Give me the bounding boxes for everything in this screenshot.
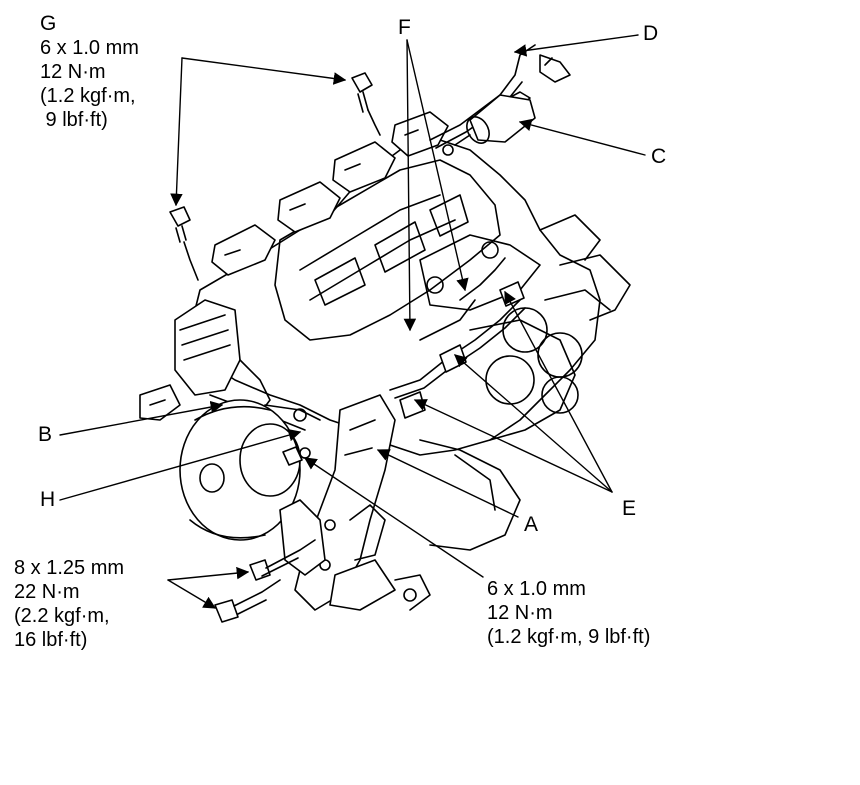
bolt-g-upper bbox=[351, 72, 381, 136]
callout-e-label: E bbox=[622, 497, 637, 520]
callout-f-label: F bbox=[398, 16, 411, 39]
mount-bolts-spec-torque: 22 N·m bbox=[14, 581, 80, 603]
callout-a-label: A bbox=[524, 513, 539, 536]
g-bolt-spec-size: 6 x 1.0 mm bbox=[40, 37, 139, 59]
engine-block bbox=[189, 139, 631, 551]
bracket-bolt-spec: 6 x 1.0 mm 12 N·m (1.2 kgf·m, 9 lbf·ft) bbox=[487, 577, 650, 649]
callout-h-label: H bbox=[40, 488, 56, 511]
wire-harness bbox=[429, 44, 571, 149]
crank-pulley bbox=[179, 399, 301, 541]
bolt-mount-lower bbox=[214, 579, 281, 623]
mount-bolts-spec-kgf: (2.2 kgf·m, bbox=[14, 605, 110, 627]
g-bolt-spec-torque: 12 N·m bbox=[40, 61, 106, 83]
g-bolt-spec-kgf: (1.2 kgf·m, bbox=[40, 85, 136, 107]
bracket-bolt-spec-kgf-lbf: (1.2 kgf·m, 9 lbf·ft) bbox=[487, 626, 651, 648]
bracket-bolt-spec-size: 6 x 1.0 mm bbox=[487, 578, 586, 600]
g-bolt-spec: 6 x 1.0 mm 12 N·m (1.2 kgf·m, 9 lbf·ft) bbox=[40, 36, 139, 132]
callout-d-label: D bbox=[643, 22, 659, 45]
callout-b-label: B bbox=[38, 423, 53, 446]
ignition-coils bbox=[211, 111, 449, 276]
mount-bolts-spec-size: 8 x 1.25 mm bbox=[14, 557, 125, 579]
bolt-g-lower bbox=[169, 206, 199, 281]
callout-c-label: C bbox=[651, 145, 667, 168]
mount-bolts-spec: 8 x 1.25 mm 22 N·m (2.2 kgf·m, 16 lbf·ft… bbox=[14, 556, 124, 652]
connector-c bbox=[442, 94, 536, 156]
bolt-bracket-h bbox=[282, 446, 311, 466]
g-bolt-spec-lbf: 9 lbf·ft) bbox=[40, 109, 108, 131]
bracket-bolt-spec-torque: 12 N·m bbox=[487, 602, 553, 624]
leader-lines bbox=[59, 34, 646, 609]
engine-mount-bracket bbox=[279, 394, 431, 611]
callout-g-label: G bbox=[40, 12, 57, 35]
intake-left-assembly bbox=[139, 299, 321, 431]
mount-bolts-spec-lbf: 16 lbf·ft) bbox=[14, 629, 88, 651]
bolt-mount-upper bbox=[249, 539, 316, 581]
